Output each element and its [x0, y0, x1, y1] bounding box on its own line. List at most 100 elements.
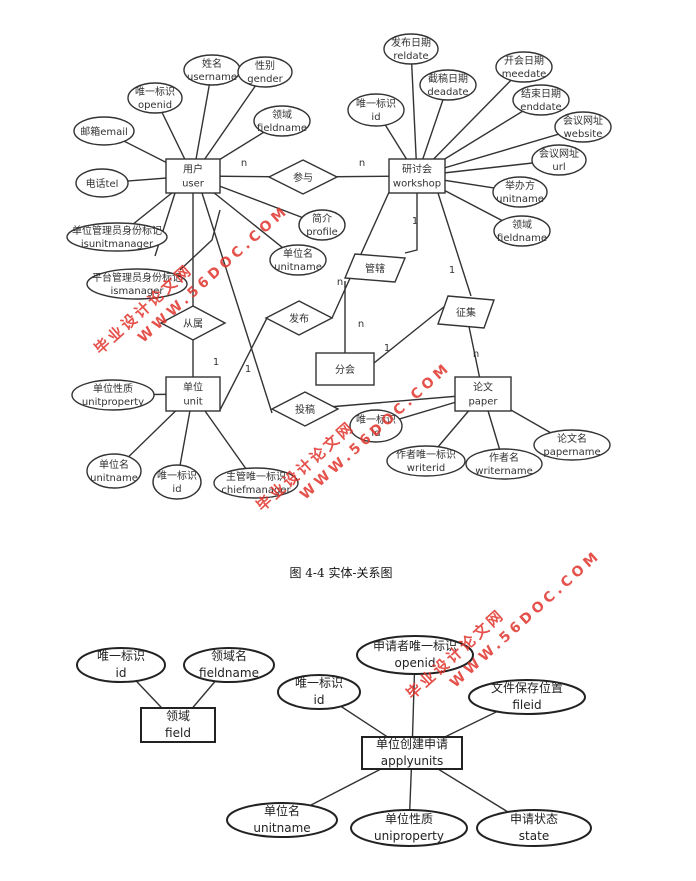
label-en: id [314, 693, 325, 707]
label-zh: 单位管理员身份标记 [72, 224, 162, 237]
label-en: fieldname [199, 666, 259, 680]
label-en: user [182, 179, 205, 190]
relationship-participate [267, 159, 339, 195]
label-en: profile [306, 227, 338, 238]
cardinality-user_participate: n [241, 158, 247, 169]
relationship-label: 发布 [289, 312, 309, 325]
relationship-publish [264, 300, 334, 336]
label-zh: 申请状态 [510, 812, 558, 826]
attribute-apply-unitname [226, 802, 338, 838]
connector-line [179, 209, 221, 271]
label-zh: 唯一标识 [356, 414, 396, 426]
relationship-label: 管辖 [365, 262, 385, 275]
attribute-user-isunitmanager [66, 222, 168, 252]
label-zh: 开会日期 [504, 54, 544, 67]
attribute-unit-id [152, 464, 202, 500]
label-zh: 论文名 [557, 432, 587, 445]
label-en: id [371, 112, 380, 123]
label-zh: 举办方 [505, 179, 535, 192]
label-en: id [172, 484, 181, 495]
connector-line [154, 192, 176, 257]
attribute-apply-id [277, 674, 361, 710]
label-en: deadate [427, 87, 468, 98]
label: 电话tel [86, 177, 119, 190]
label-zh: 结束日期 [521, 87, 561, 100]
label-en: chiefmanager [221, 485, 291, 496]
label-en: fieldname [257, 123, 307, 134]
label-zh: 单位性质 [93, 382, 133, 395]
entity-branch [315, 352, 375, 386]
label-zh: 单位名 [264, 803, 300, 818]
relationship-label: 征集 [456, 306, 476, 319]
label-en: url [552, 162, 565, 173]
entity-workshop [388, 158, 446, 194]
label: 邮箱email [80, 125, 128, 138]
attribute-user-openid [127, 82, 183, 114]
label-zh: 截稿日期 [428, 72, 468, 85]
label-en: unitproperty [82, 397, 144, 408]
label-zh: 单位创建申请 [376, 736, 448, 751]
label-en: unitname [496, 194, 544, 205]
label-zh: 单位名 [283, 247, 313, 260]
cardinality-collect_paper: n [473, 349, 479, 360]
label-en: papername [543, 447, 600, 458]
attribute-user-gender [237, 56, 293, 88]
label-en: isunitmanager [81, 239, 154, 250]
attribute-paper-id [349, 409, 403, 443]
cardinality-branch_collect: 1 [384, 343, 390, 354]
relationship-belong [159, 305, 227, 341]
label-en: uniproperty [374, 829, 444, 843]
label-en: unitname [274, 262, 322, 273]
connector-line [219, 317, 268, 411]
label-zh: 主管唯一标识 [226, 470, 286, 483]
attribute-ws-id [347, 93, 405, 127]
label-zh: 文件保存位置 [491, 680, 563, 695]
cardinality-publish_workshop: n [337, 277, 343, 288]
label-en: fieldname [497, 233, 547, 244]
label-en: id [116, 666, 127, 680]
label-zh: 领域 [166, 709, 190, 723]
label-en: field [165, 726, 191, 740]
label-zh: 简介 [312, 212, 332, 225]
cardinality-workshop_govern: 1 [412, 216, 418, 227]
relationship-submit [270, 391, 340, 427]
attribute-ws-unitname [492, 176, 548, 208]
label-en: workshop [393, 179, 441, 190]
cardinality-unit_submit: 1 [245, 364, 251, 375]
label-zh: 研讨会 [402, 163, 432, 176]
label-en: unitname [253, 821, 310, 835]
label-en: fileid [512, 698, 541, 712]
label-zh: 用户 [183, 163, 203, 176]
watermark-url: WWW.56DOC.COM [447, 547, 604, 691]
attribute-unit-property [71, 379, 155, 411]
attribute-ws-reldate [383, 33, 439, 65]
attribute-ws-deadate [419, 69, 477, 101]
cardinality-belong_unit: 1 [213, 357, 219, 368]
label-en: paper [468, 397, 498, 408]
label-zh: 唯一标识 [356, 98, 396, 110]
label-en: unit [183, 397, 202, 408]
label-en: openid [138, 100, 172, 111]
attribute-ws-fieldname [493, 215, 551, 247]
connector-line [437, 192, 472, 297]
cardinality-govern_branch: n [358, 319, 364, 330]
attribute-unit-chief [213, 467, 299, 499]
label-en: enddate [520, 102, 561, 113]
label-en: writerid [407, 463, 445, 474]
relationship-govern [343, 253, 407, 283]
label-zh: 单位性质 [385, 811, 433, 826]
connector-line [201, 192, 273, 414]
label-zh: 单位 [183, 381, 203, 394]
label-zh: 作者名 [489, 451, 519, 464]
label-en: meedate [502, 69, 547, 80]
connector-line [416, 66, 525, 177]
label-en: gender [247, 74, 283, 85]
attribute-apply-openid [356, 635, 474, 675]
label-zh: 姓名 [202, 57, 222, 70]
attribute-paper-writername [465, 448, 543, 480]
attribute-paper-papername [533, 429, 611, 461]
label: 分会 [335, 363, 355, 376]
label-zh: 唯一标识 [157, 470, 197, 482]
attribute-ws-meedate [495, 51, 553, 83]
